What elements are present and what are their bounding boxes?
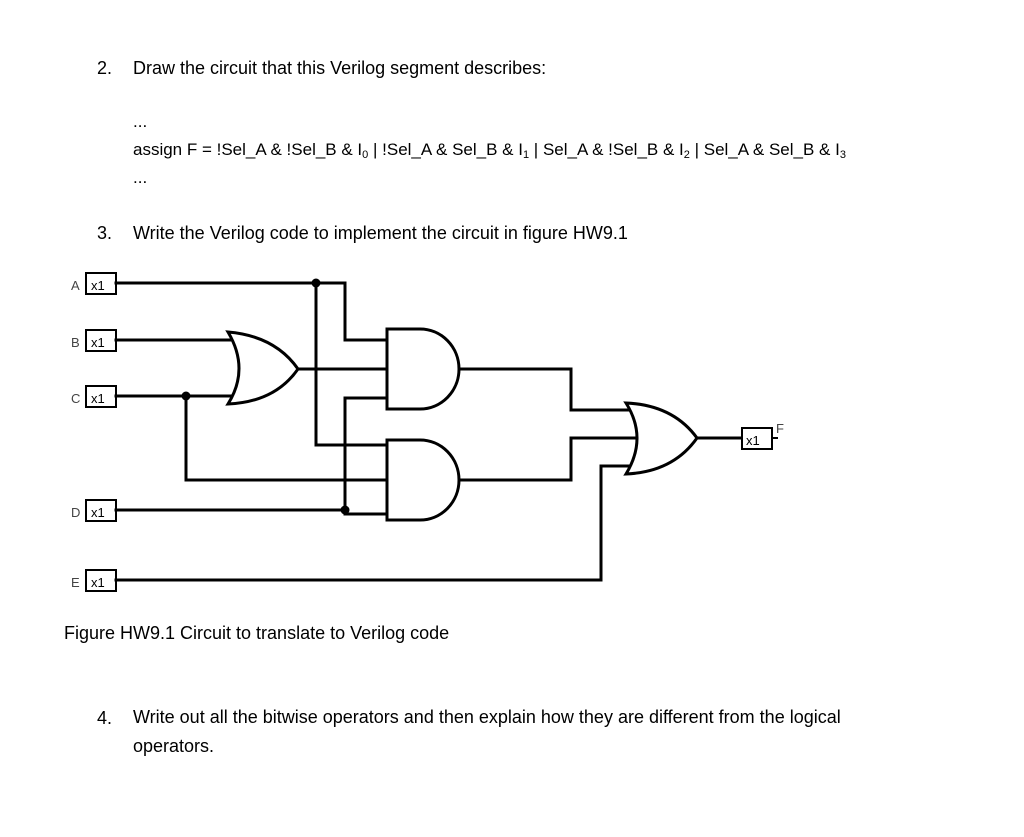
question-2-number: 2. — [97, 58, 113, 78]
input-B: B x1 — [71, 329, 117, 352]
input-A-label: A — [71, 278, 80, 293]
wire-and1-out — [456, 367, 634, 412]
wire-D-branch — [343, 508, 389, 516]
input-D-box-text: x1 — [91, 505, 105, 520]
code-ellipsis-bottom: ... — [133, 168, 148, 187]
input-E-label: E — [71, 575, 80, 590]
input-D-label: D — [71, 505, 80, 520]
input-C-box-text: x1 — [91, 391, 105, 406]
input-B-label: B — [71, 335, 80, 350]
question-3-text: Write the Verilog code to implement the … — [133, 223, 628, 243]
input-E: E x1 — [71, 569, 117, 592]
assign-term-0: assign F = !Sel_A & !Sel_B & I0 — [133, 140, 369, 161]
verilog-assign-statement: assign F = !Sel_A & !Sel_B & I0 | !Sel_A… — [133, 140, 846, 165]
output-F-label: F — [776, 421, 784, 436]
wire-C-branch — [184, 394, 389, 482]
or-gate-2 — [623, 401, 699, 476]
and-gate-1 — [385, 327, 461, 411]
question-4-number: 4. — [97, 708, 113, 728]
output-F-box-text: x1 — [746, 433, 760, 448]
junction-A — [311, 278, 321, 288]
and-gate-2 — [385, 438, 461, 522]
input-C-label: C — [71, 391, 80, 406]
wire-A-branch — [314, 281, 389, 447]
wire-A — [114, 281, 389, 342]
question-2-text: Draw the circuit that this Verilog segme… — [133, 58, 547, 78]
question-3-number: 3. — [97, 223, 113, 243]
gates — [225, 327, 699, 522]
figure-caption: Figure HW9.1 Circuit to translate to Ver… — [64, 623, 450, 643]
input-D: D x1 — [71, 499, 117, 522]
assign-term-2: | Sel_A & !Sel_B & I2 — [529, 140, 690, 161]
wire-E — [114, 464, 634, 582]
wire-and2-out — [456, 436, 638, 482]
output-F: x1 F — [741, 421, 784, 450]
input-B-box-text: x1 — [91, 335, 105, 350]
or-gate-1 — [225, 330, 300, 406]
input-A-box-text: x1 — [91, 278, 105, 293]
wire-D — [114, 396, 389, 512]
junctions — [181, 278, 350, 515]
question-4-text: Write out all the bitwise operators and … — [133, 707, 841, 756]
junction-D — [340, 505, 350, 515]
input-E-box-text: x1 — [91, 575, 105, 590]
assign-term-1: | !Sel_A & Sel_B & I1 — [368, 140, 530, 161]
assign-term-3: | Sel_A & Sel_B & I3 — [689, 140, 846, 161]
input-A: A x1 — [71, 272, 117, 295]
junction-C — [181, 391, 191, 401]
code-ellipsis-top: ... — [133, 112, 148, 131]
input-C: C x1 — [71, 385, 117, 408]
